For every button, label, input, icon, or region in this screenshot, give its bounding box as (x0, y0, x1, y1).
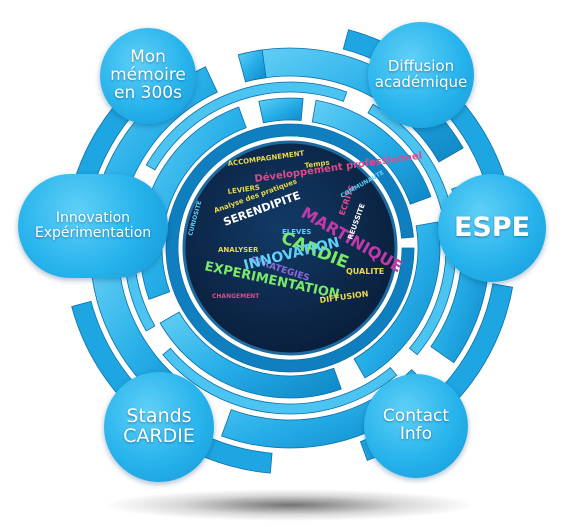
ring-1-segment-2 (353, 221, 441, 379)
node-contact[interactable]: Contact Info (364, 374, 468, 478)
node-memoire-label: Mon mémoire en 300s (110, 47, 186, 103)
word-cloud-term: ANALYSER (218, 246, 259, 254)
word-cloud-term: QUALITE (346, 267, 384, 276)
node-stands[interactable]: Stands CARDIE (104, 372, 214, 482)
node-espe[interactable]: ESPE (438, 174, 546, 282)
node-stands-label: Stands CARDIE (123, 405, 195, 447)
ring-1-segment-1 (311, 99, 432, 205)
core-disc (182, 140, 398, 356)
ring-1-segment-3 (159, 311, 342, 399)
node-diffusion[interactable]: Diffusion académique (368, 22, 474, 128)
ring-2-segment-9 (145, 81, 348, 171)
word-cloud-term: ELEVES (282, 228, 311, 236)
ring-3-segment-10 (254, 47, 464, 163)
node-innovation-label: Innovation Expérimentation (34, 210, 152, 241)
word-cloud-term: CHANGEMENT (212, 293, 260, 300)
floor-shadow (105, 489, 475, 521)
node-innovation[interactable]: Innovation Expérimentation (18, 174, 168, 278)
node-diffusion-label: Diffusion académique (374, 57, 468, 91)
ring-1-segment-5 (258, 97, 304, 124)
ring-3-segment-15 (237, 49, 267, 83)
ring-2-segment-6 (367, 103, 457, 356)
ring-0-segment-0 (165, 123, 415, 373)
node-memoire[interactable]: Mon mémoire en 300s (100, 28, 196, 124)
ring-2-segment-7 (162, 347, 398, 415)
word-cloud-term: Temps (304, 159, 330, 170)
node-espe-label: ESPE (453, 211, 531, 243)
node-contact-label: Contact Info (382, 406, 450, 444)
